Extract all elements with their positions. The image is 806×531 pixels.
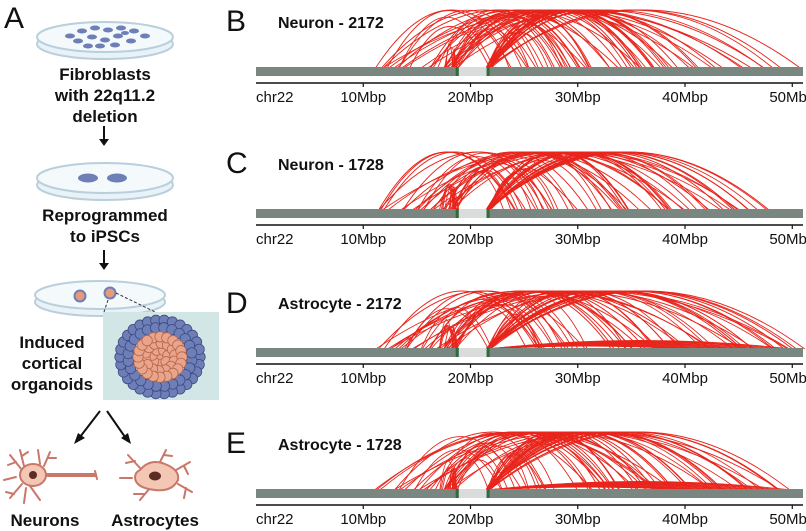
- x-tick-label: 30Mbp: [555, 231, 601, 248]
- panel-title: Neuron - 2172: [278, 15, 384, 32]
- panel-letter: E: [226, 427, 246, 460]
- deletion-region: [459, 489, 487, 498]
- panel-letter: B: [226, 5, 246, 38]
- interaction-arcs: [375, 432, 792, 490]
- x-tick-label: 20Mbp: [448, 370, 494, 387]
- x-tick-label: 30Mbp: [555, 89, 601, 106]
- chromosome-label: chr22: [256, 370, 294, 387]
- deletion-region: [459, 348, 487, 357]
- x-tick-label: 50Mbp: [769, 370, 806, 387]
- deletion-boundary: [456, 67, 459, 76]
- deletion-boundary: [456, 209, 459, 218]
- x-tick-label: 40Mbp: [662, 89, 708, 106]
- x-tick-label: 10Mbp: [340, 511, 386, 528]
- x-tick-label: 50Mbp: [769, 511, 806, 528]
- deletion-boundary: [487, 209, 490, 218]
- x-tick-label: 20Mbp: [448, 511, 494, 528]
- interaction-arcs: [379, 152, 769, 210]
- x-tick-label: 30Mbp: [555, 370, 601, 387]
- x-tick-label: 40Mbp: [662, 370, 708, 387]
- interaction-arcs: [376, 10, 801, 68]
- panel-title: Astrocyte - 2172: [278, 296, 402, 313]
- interaction-arcs: [376, 291, 805, 349]
- x-tick-label: 30Mbp: [555, 511, 601, 528]
- x-tick-label: 50Mbp: [769, 89, 806, 106]
- chromosome-label: chr22: [256, 511, 294, 528]
- x-tick-label: 10Mbp: [340, 370, 386, 387]
- x-tick-label: 20Mbp: [448, 89, 494, 106]
- panel-title: Astrocyte - 1728: [278, 437, 402, 454]
- x-tick-label: 40Mbp: [662, 231, 708, 248]
- x-tick-label: 10Mbp: [340, 231, 386, 248]
- x-tick-label: 50Mbp: [769, 231, 806, 248]
- x-tick-label: 40Mbp: [662, 511, 708, 528]
- arc-panel-e: E Astrocyte - 1728 chr22 10Mbp 20Mbp 30Mbp 40M…: [226, 427, 806, 528]
- panel-title: Neuron - 1728: [278, 157, 384, 174]
- chromosome-label: chr22: [256, 231, 294, 248]
- deletion-boundary: [456, 489, 459, 498]
- deletion-region: [459, 209, 487, 218]
- arc-panel-c: C Neuron - 1728 chr22 10Mbp 20Mbp 30Mbp 40Mbp 5…: [226, 147, 806, 248]
- chromosome-bar: [256, 348, 803, 357]
- panel-letter: D: [226, 287, 248, 320]
- chromosome-bar: [256, 209, 803, 218]
- deletion-boundary: [456, 348, 459, 357]
- x-tick-label: 20Mbp: [448, 231, 494, 248]
- arc-panel-d: D Astrocyte - 2172 chr22 10Mbp 20Mbp 30Mbp 40M…: [226, 287, 806, 387]
- chromosome-label: chr22: [256, 89, 294, 106]
- arc-panel-b: B Neuron - 2172 chr22 10Mbp 20Mbp 30Mbp 40Mbp 5…: [226, 5, 806, 106]
- deletion-boundary: [487, 67, 490, 76]
- chromosome-bar: [256, 489, 803, 498]
- chromosome-bar: [256, 67, 803, 76]
- deletion-boundary: [487, 489, 490, 498]
- panel-letter: C: [226, 147, 248, 180]
- deletion-region: [459, 67, 487, 76]
- x-tick-label: 10Mbp: [340, 89, 386, 106]
- deletion-boundary: [487, 348, 490, 357]
